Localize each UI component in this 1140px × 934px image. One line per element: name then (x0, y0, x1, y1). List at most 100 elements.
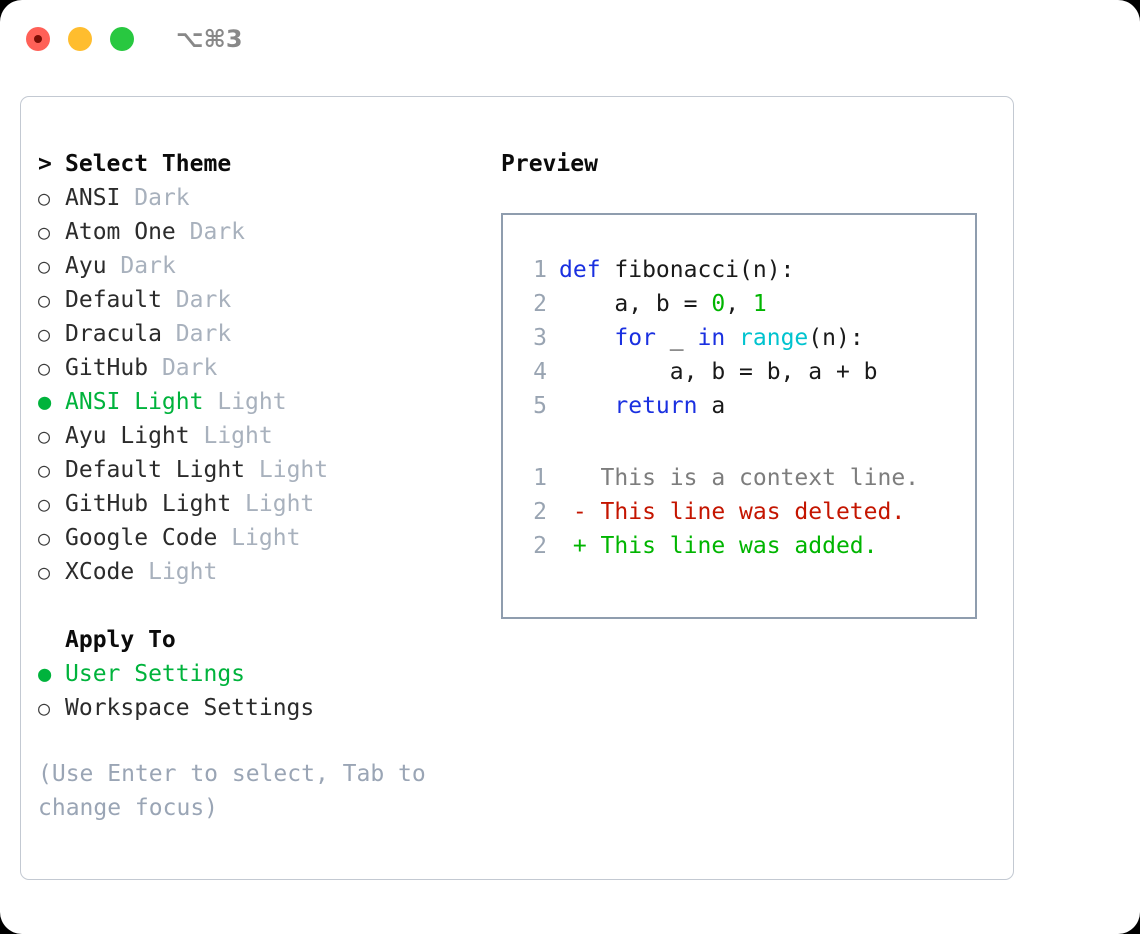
select-theme-header: > Select Theme (38, 147, 478, 181)
select-theme-title: Select Theme (65, 151, 232, 177)
code-token: fibonacci(n): (614, 257, 795, 283)
radio-unselected-icon[interactable]: ○ (38, 424, 51, 448)
theme-list-item[interactable]: ● ANSI Light Light (38, 385, 478, 419)
minimize-window-icon[interactable] (68, 27, 92, 51)
apply-to-label: User Settings (65, 661, 246, 687)
label-gap (217, 521, 231, 555)
theme-kind-label: Dark (134, 185, 190, 211)
code-line-text: for _ in range(n): (559, 321, 864, 355)
radio-unselected-icon[interactable]: ○ (38, 254, 51, 278)
line-number: 3 (533, 325, 547, 351)
code-token: (n): (808, 325, 864, 351)
label-gap (176, 215, 190, 249)
radio-unselected-icon[interactable]: ○ (38, 186, 51, 210)
label-gap (190, 419, 204, 453)
code-token (559, 325, 614, 351)
theme-name-label: GitHub Light (65, 491, 232, 517)
apply-to-list: ● User Settings ○ Workspace Settings (38, 657, 478, 725)
theme-selector-column: > Select Theme ○ANSI Dark○Atom One Dark○… (38, 147, 478, 825)
theme-list-item[interactable]: ○GitHub Light Light (38, 487, 478, 521)
theme-kind-label: Dark (189, 219, 246, 245)
title-bar: ⌥⌘3 (0, 0, 1140, 78)
label-gap (162, 283, 176, 317)
theme-list-item[interactable]: ○Default Light Light (38, 453, 478, 487)
theme-kind-label: Light (231, 525, 301, 551)
code-token: , (725, 291, 753, 317)
label-gap (134, 555, 148, 589)
code-line-text: return a (559, 389, 725, 423)
diff-line-text: This is a context line. (559, 465, 920, 491)
radio-unselected-icon[interactable]: ○ (38, 696, 51, 720)
theme-list-item[interactable]: ○Atom One Dark (38, 215, 478, 249)
code-token: a, b = b, a + b (559, 359, 878, 385)
preview-title: Preview (501, 151, 598, 177)
theme-list-item[interactable]: ○GitHub Dark (38, 351, 478, 385)
apply-to-item[interactable]: ● User Settings (38, 657, 478, 691)
theme-kind-label: Light (217, 389, 287, 415)
theme-kind-label: Dark (120, 253, 176, 279)
line-number: 1 (533, 465, 547, 491)
theme-name-label: GitHub (65, 355, 149, 381)
traffic-light-group (26, 27, 134, 51)
theme-list-item[interactable]: ○ Ayu Dark (38, 249, 478, 283)
theme-list-item[interactable]: ○ Ayu Light Light (38, 419, 478, 453)
radio-unselected-icon[interactable]: ○ (38, 220, 51, 244)
diff-line: 2 + This line was added. (517, 529, 975, 563)
maximize-window-icon[interactable] (110, 27, 134, 51)
theme-list-item[interactable]: ○ANSI Dark (38, 181, 478, 215)
label-gap (148, 351, 162, 385)
radio-selected-icon[interactable]: ● (38, 390, 52, 415)
radio-unselected-icon[interactable]: ○ (38, 288, 51, 312)
theme-kind-label: Light (258, 457, 329, 483)
theme-list: ○ANSI Dark○Atom One Dark○Ayu Dark○Defaul… (38, 181, 478, 589)
close-window-icon[interactable] (26, 27, 50, 51)
diff-sample: 1 This is a context line.2 - This line w… (517, 461, 975, 563)
radio-selected-icon[interactable]: ● (38, 662, 52, 687)
radio-unselected-icon[interactable]: ○ (38, 560, 51, 584)
caret-icon: > (38, 151, 52, 177)
main-panel: > Select Theme ○ANSI Dark○Atom One Dark○… (20, 96, 1014, 880)
label-gap (245, 453, 259, 487)
label-gap (231, 487, 245, 521)
line-number: 2 (533, 533, 547, 559)
theme-kind-label: Dark (175, 287, 232, 313)
code-line-text: a, b = b, a + b (559, 355, 878, 389)
theme-kind-label: Light (203, 423, 273, 449)
code-token: in (697, 325, 726, 351)
theme-list-item[interactable]: ○ Dracula Dark (38, 317, 478, 351)
theme-name-label: Default (65, 287, 162, 313)
code-token: return (614, 393, 698, 419)
code-token: def (559, 257, 615, 283)
two-column-layout: > Select Theme ○ANSI Dark○Atom One Dark○… (21, 97, 1013, 879)
apply-to-item[interactable]: ○ Workspace Settings (38, 691, 478, 725)
radio-unselected-icon[interactable]: ○ (38, 356, 51, 380)
theme-list-item[interactable]: ○ Google Code Light (38, 521, 478, 555)
line-number: 2 (533, 291, 547, 317)
theme-name-label: Ayu Light (65, 423, 190, 449)
line-number: 5 (533, 393, 547, 419)
radio-unselected-icon[interactable]: ○ (38, 322, 51, 346)
radio-unselected-icon[interactable]: ○ (38, 526, 51, 550)
apply-to-title: Apply To (65, 627, 176, 653)
label-gap (162, 317, 176, 351)
theme-list-item[interactable]: ○ Default Dark (38, 283, 478, 317)
theme-name-label: ANSI Light (65, 389, 204, 415)
apply-to-label: Workspace Settings (65, 695, 315, 721)
line-number: 4 (533, 359, 547, 385)
theme-kind-label: Dark (175, 321, 232, 347)
radio-unselected-icon[interactable]: ○ (38, 492, 51, 516)
code-token: a (697, 393, 726, 419)
theme-list-item[interactable]: ○XCode Light (38, 555, 478, 589)
theme-kind-label: Light (148, 559, 218, 585)
code-line: 2 a, b = 0, 1 (517, 287, 975, 321)
theme-name-label: Google Code (65, 525, 218, 551)
keyboard-shortcut-label: ⌥⌘3 (176, 25, 243, 53)
diff-line-text: + This line was added. (559, 533, 878, 559)
radio-unselected-icon[interactable]: ○ (38, 458, 51, 482)
keyboard-hint-text: (Use Enter to select, Tab to change focu… (38, 761, 440, 821)
theme-name-label: Ayu (65, 253, 107, 279)
theme-name-label: Dracula (65, 321, 162, 347)
